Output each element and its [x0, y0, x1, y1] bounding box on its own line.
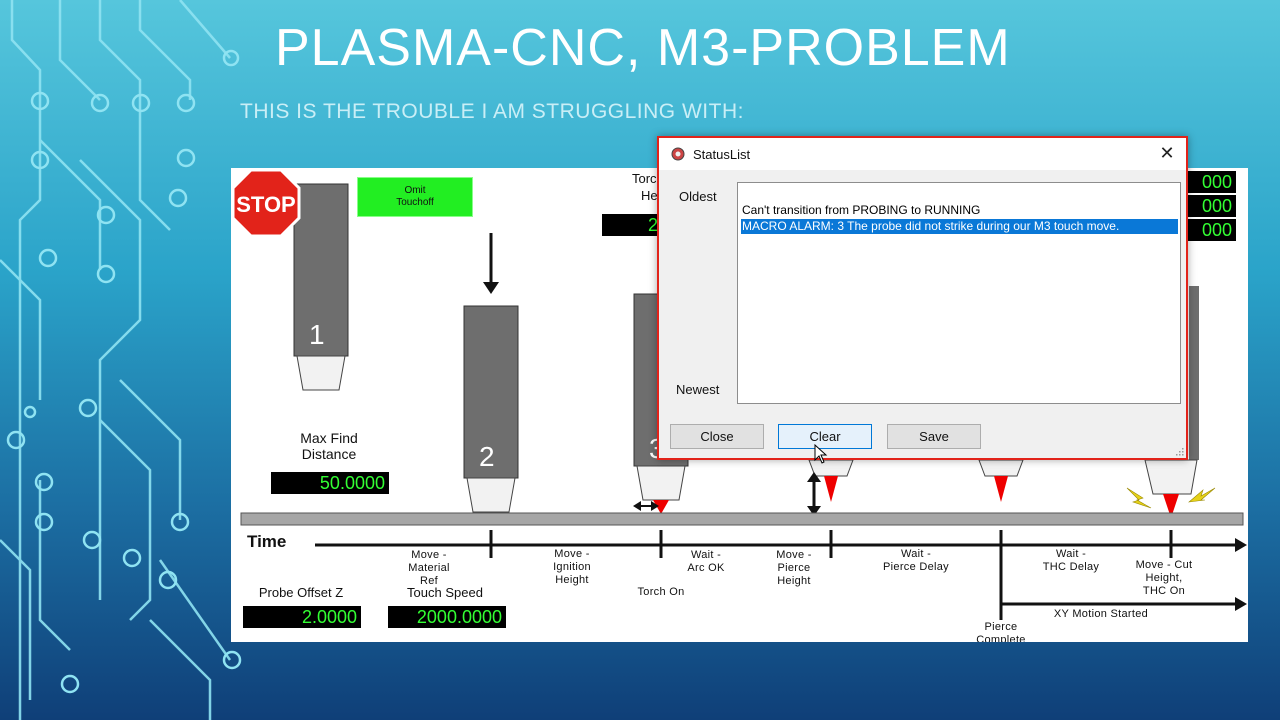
resize-grip-icon[interactable]	[1174, 446, 1184, 456]
step-move-cut-2: Height,	[1145, 572, 1183, 584]
step-wait-arc-2: Arc OK	[687, 562, 725, 574]
max-find-label-1: Max Find	[300, 430, 358, 446]
torch-1-body	[293, 183, 349, 357]
status-message[interactable]: Can't transition from PROBING to RUNNING	[742, 203, 981, 217]
time-axis-label: Time	[247, 532, 287, 551]
newest-label: Newest	[676, 382, 720, 397]
close-button[interactable]: Close	[670, 424, 764, 449]
step-move-pierce-2: Pierce	[777, 562, 811, 574]
step-move-ignition-1: Move -	[554, 548, 590, 560]
torch-2-tip	[466, 477, 516, 513]
right-value-3[interactable]: 000	[1188, 219, 1236, 241]
step-move-ignition-3: Height	[555, 574, 589, 586]
status-message-selected[interactable]: MACRO ALARM: 3 The probe did not strike …	[741, 219, 1178, 234]
max-find-distance-value[interactable]: 50.0000	[271, 472, 389, 494]
step-move-pierce-1: Move -	[776, 549, 812, 561]
step-move-material-1: Move -	[411, 549, 447, 561]
touch-speed-value[interactable]: 2000.0000	[388, 606, 506, 628]
step-move-cut-3: THC On	[1142, 585, 1186, 597]
step-wait-pierce-2: Pierce Delay	[883, 561, 949, 573]
probe-offset-value[interactable]: 2.0000	[243, 606, 361, 628]
stop-sign-icon: STOP	[231, 168, 301, 238]
statuslist-dialog: StatusList ✕ Oldest Newest Can't transit…	[657, 136, 1188, 460]
step-move-cut-1: Move - Cut	[1135, 559, 1193, 571]
torch-2-number: 2	[479, 441, 495, 472]
mouse-cursor-icon	[814, 444, 828, 464]
torch-1-number: 1	[309, 319, 325, 350]
circuit-decoration	[0, 0, 242, 720]
step-wait-thc-2: THC Delay	[1042, 561, 1100, 573]
omit-touchoff-label-2: Touchoff	[396, 197, 434, 208]
torch-height-value[interactable]: 2	[602, 214, 662, 236]
status-listbox[interactable]: Can't transition from PROBING to RUNNING…	[737, 182, 1181, 404]
step-wait-pierce-1: Wait -	[900, 548, 932, 560]
step-xy-motion: XY Motion Started	[1053, 608, 1149, 620]
stop-sign-text: STOP	[236, 192, 296, 217]
torch-height-label-2: He	[641, 188, 658, 203]
dialog-title: StatusList	[693, 147, 751, 162]
save-button[interactable]: Save	[887, 424, 981, 449]
step-move-pierce-3: Height	[777, 575, 811, 587]
omit-touchoff-label-1: Omit	[404, 185, 426, 196]
app-icon	[671, 147, 685, 161]
torch-1-tip	[296, 355, 346, 391]
step-torch-on: Torch On	[637, 586, 685, 598]
step-wait-arc-1: Wait -	[690, 549, 722, 561]
close-icon[interactable]: ✕	[1159, 143, 1175, 163]
step-pierce-complete-2: Complete	[976, 634, 1026, 642]
step-wait-thc-1: Wait -	[1055, 548, 1087, 560]
torch-3-tip	[636, 465, 686, 501]
touch-speed-label: Touch Speed	[407, 585, 483, 600]
right-value-1[interactable]: 000	[1188, 171, 1236, 193]
oldest-label: Oldest	[679, 189, 717, 204]
material-bar	[240, 512, 1244, 526]
clear-button[interactable]: Clear	[778, 424, 872, 449]
dialog-titlebar[interactable]: StatusList ✕	[659, 138, 1186, 170]
right-value-2[interactable]: 000	[1188, 195, 1236, 217]
torch-height-label-1: Torc	[632, 171, 657, 186]
step-move-material-3: Ref	[419, 575, 439, 584]
slide-subtitle: THIS IS THE TROUBLE I AM STRUGGLING WITH…	[240, 100, 744, 123]
max-find-label-2: Distance	[301, 446, 357, 462]
slide-title: PLASMA-CNC, M3-PROBLEM	[275, 19, 1011, 77]
step-move-material-2: Material	[408, 562, 450, 574]
probe-offset-label: Probe Offset Z	[258, 585, 344, 600]
step-pierce-complete-1: Pierce	[984, 621, 1018, 633]
step-move-ignition-2: Ignition	[553, 561, 591, 573]
torch-2-body	[463, 305, 519, 479]
